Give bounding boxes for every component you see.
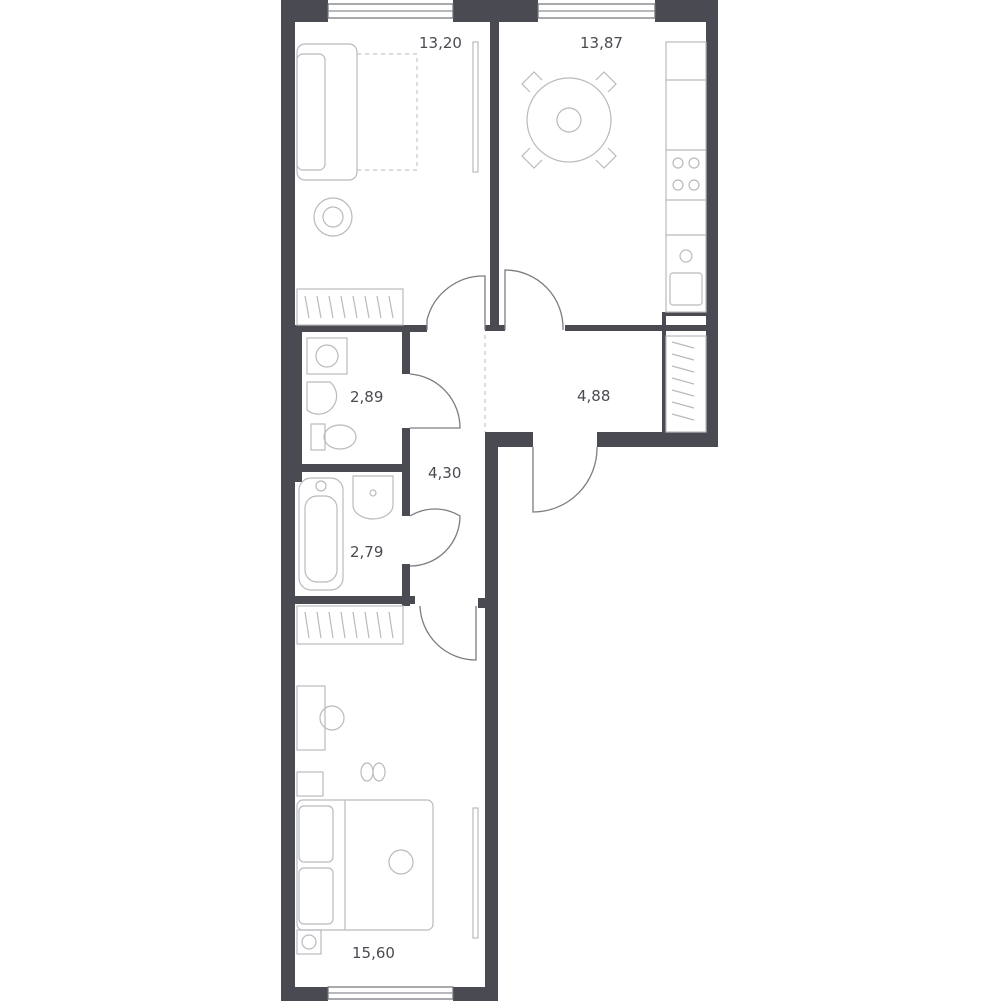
wardrobe-icon: [296, 288, 404, 326]
toilet-icon: [310, 423, 357, 451]
doors: [409, 269, 598, 661]
dining-table-icon: [526, 77, 612, 163]
hall-furniture: [665, 335, 707, 433]
bedroom-wardrobe-icon: [296, 605, 404, 645]
toilet-washbasin-icon: [306, 381, 338, 415]
stove-icon: [672, 157, 700, 191]
toilet-area: 2,89: [350, 388, 383, 406]
sofa-icon: [296, 43, 358, 181]
slippers-icon: [360, 762, 386, 782]
desk-icon: [296, 685, 326, 751]
toilet-furniture: [306, 337, 357, 451]
hall-area: 4,88: [577, 387, 610, 405]
bathroom-furniture: [298, 475, 394, 591]
hallway-area: 4,30: [428, 464, 461, 482]
living-room-area: 13,20: [419, 34, 462, 52]
washing-machine-icon: [306, 337, 348, 375]
hall-wardrobe-icon: [665, 335, 707, 433]
walls: [281, 0, 718, 1001]
bedroom-area: 15,60: [352, 944, 395, 962]
kitchen-furniture: [521, 41, 707, 313]
kitchen-area: 13,87: [580, 34, 623, 52]
bathroom-area: 2,79: [350, 543, 383, 561]
sink-icon: [669, 272, 703, 306]
windows: [327, 3, 656, 1000]
living-room-furniture: [296, 43, 418, 326]
area-labels: 13,20 13,87 2,89 4,30 4,88 2,79 15,60: [350, 34, 623, 962]
bathtub-icon: [298, 477, 344, 591]
bedroom-furniture: [296, 605, 434, 955]
bed-icon: [296, 799, 434, 931]
washbasin-icon: [352, 475, 394, 520]
plant-icon: [313, 197, 353, 237]
